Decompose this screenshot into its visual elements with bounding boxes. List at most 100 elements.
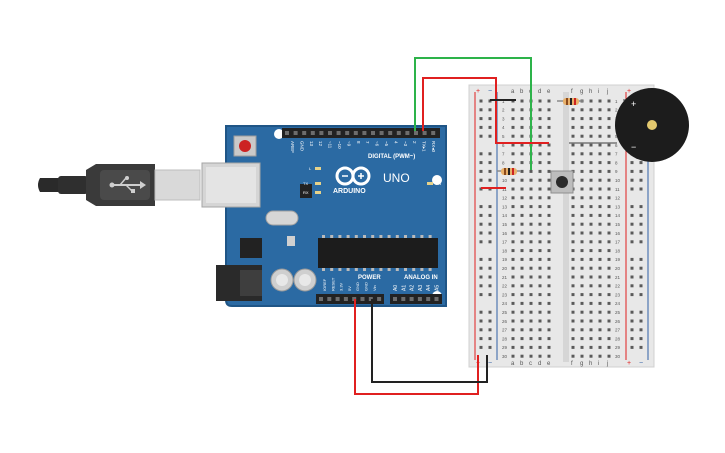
breadboard-hole[interactable] [571,152,575,156]
breadboard-hole[interactable] [538,240,542,244]
breadboard-hole[interactable] [547,345,551,349]
breadboard-hole[interactable] [529,240,533,244]
breadboard-hole[interactable] [529,196,533,200]
breadboard-hole[interactable] [538,257,542,261]
rail-hole[interactable] [630,345,634,349]
header-pin[interactable] [345,131,350,135]
breadboard-hole[interactable] [580,178,584,182]
rail-hole[interactable] [479,275,483,279]
breadboard-hole[interactable] [571,161,575,165]
rail-hole[interactable] [479,205,483,209]
rail-hole[interactable] [630,257,634,261]
breadboard-hole[interactable] [607,354,611,358]
breadboard-hole[interactable] [511,161,515,165]
header-pin[interactable] [422,131,427,135]
rail-hole[interactable] [488,240,492,244]
breadboard-hole[interactable] [511,125,515,129]
breadboard-hole[interactable] [607,345,611,349]
rail-hole[interactable] [479,169,483,173]
breadboard-hole[interactable] [547,293,551,297]
header-pin[interactable] [335,297,340,301]
breadboard-hole[interactable] [547,125,551,129]
breadboard-hole[interactable] [547,205,551,209]
breadboard-hole[interactable] [529,345,533,349]
breadboard-hole[interactable] [598,301,602,305]
breadboard-hole[interactable] [607,284,611,288]
breadboard-hole[interactable] [571,345,575,349]
breadboard-hole[interactable] [598,231,602,235]
breadboard-hole[interactable] [598,249,602,253]
rail-hole[interactable] [639,328,643,332]
breadboard-hole[interactable] [598,108,602,112]
header-pin[interactable] [368,297,373,301]
breadboard-hole[interactable] [589,266,593,270]
breadboard-hole[interactable] [598,161,602,165]
rail-hole[interactable] [479,240,483,244]
breadboard-hole[interactable] [571,284,575,288]
rail-hole[interactable] [639,257,643,261]
breadboard-hole[interactable] [589,337,593,341]
breadboard-hole[interactable] [520,108,524,112]
breadboard-hole[interactable] [598,354,602,358]
breadboard-hole[interactable] [571,196,575,200]
rail-hole[interactable] [488,222,492,226]
breadboard-hole[interactable] [529,266,533,270]
breadboard-hole[interactable] [571,249,575,253]
breadboard-hole[interactable] [607,293,611,297]
rail-hole[interactable] [488,108,492,112]
rail-hole[interactable] [488,328,492,332]
rail-hole[interactable] [488,161,492,165]
rail-hole[interactable] [639,240,643,244]
breadboard-hole[interactable] [580,284,584,288]
header-pin[interactable] [393,297,397,301]
breadboard-hole[interactable] [607,143,611,147]
breadboard-hole[interactable] [547,134,551,138]
breadboard-hole[interactable] [520,125,524,129]
breadboard-hole[interactable] [529,301,533,305]
breadboard-hole[interactable] [580,213,584,217]
rail-hole[interactable] [630,187,634,191]
header-pin[interactable] [388,131,393,135]
rail-hole[interactable] [479,328,483,332]
breadboard-hole[interactable] [580,231,584,235]
header-pin[interactable] [328,131,332,135]
breadboard-hole[interactable] [538,152,542,156]
rail-hole[interactable] [630,310,634,314]
breadboard-hole[interactable] [589,293,593,297]
breadboard-hole[interactable] [580,134,584,138]
breadboard-hole[interactable] [607,99,611,103]
breadboard-hole[interactable] [547,231,551,235]
rail-hole[interactable] [479,319,483,323]
rail-hole[interactable] [630,169,634,173]
breadboard-hole[interactable] [529,257,533,261]
header-pin[interactable] [327,297,332,301]
breadboard-hole[interactable] [589,231,593,235]
breadboard-hole[interactable] [580,205,584,209]
breadboard-hole[interactable] [520,152,524,156]
rail-hole[interactable] [639,345,643,349]
breadboard-hole[interactable] [520,169,524,173]
rail-hole[interactable] [479,125,483,129]
rail-hole[interactable] [639,266,643,270]
breadboard-hole[interactable] [511,205,515,209]
breadboard-hole[interactable] [607,328,611,332]
breadboard-hole[interactable] [511,293,515,297]
breadboard-hole[interactable] [589,222,593,226]
breadboard-hole[interactable] [571,125,575,129]
breadboard-hole[interactable] [580,196,584,200]
breadboard-hole[interactable] [547,328,551,332]
breadboard-hole[interactable] [520,187,524,191]
breadboard-hole[interactable] [598,275,602,279]
rail-hole[interactable] [488,275,492,279]
header-pin[interactable] [302,131,307,135]
header-pin[interactable] [360,297,365,301]
rail-hole[interactable] [488,125,492,129]
breadboard-hole[interactable] [571,213,575,217]
breadboard-hole[interactable] [580,222,584,226]
breadboard-hole[interactable] [607,319,611,323]
breadboard-hole[interactable] [529,354,533,358]
breadboard-hole[interactable] [571,310,575,314]
breadboard-hole[interactable] [607,187,611,191]
breadboard-hole[interactable] [520,196,524,200]
header-pin[interactable] [293,131,298,135]
